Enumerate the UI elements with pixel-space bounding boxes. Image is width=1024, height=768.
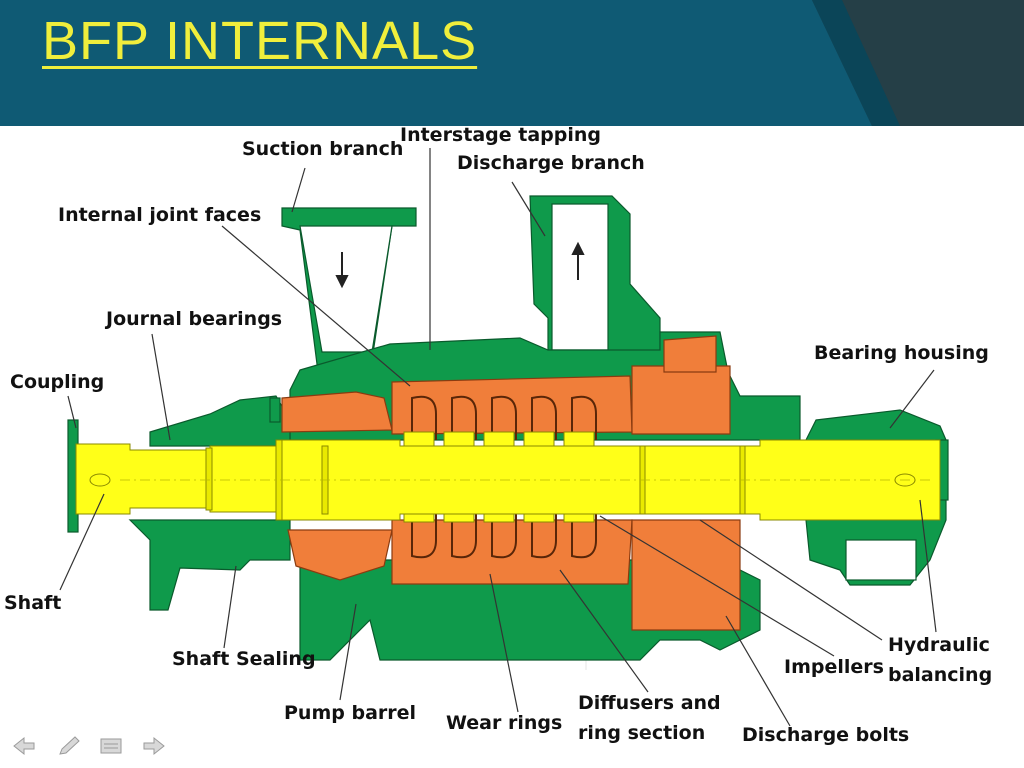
lower-inlet-casing [287, 529, 393, 581]
discharge-cover [663, 335, 717, 373]
upper-inlet-casing [281, 391, 393, 433]
label-journal-bearings: Journal bearings [106, 308, 283, 330]
label-shaft: Shaft [4, 592, 62, 614]
label-suction-branch: Suction branch [242, 138, 404, 160]
slide-navigation [12, 735, 172, 757]
label-bearing-housing: Bearing housing [814, 342, 989, 364]
label-diffusers-and: Diffusers and [578, 692, 721, 714]
label-impellers: Impellers [784, 656, 884, 678]
label-coupling: Coupling [10, 371, 105, 393]
label-ring-section: ring section [578, 722, 706, 744]
header-decoration [812, 0, 1024, 126]
label-discharge-branch: Discharge branch [457, 152, 645, 174]
leader-lines [59, 148, 937, 727]
pen-icon[interactable] [56, 735, 82, 757]
impellers-lower [411, 512, 597, 559]
label-interstage-tapping: Interstage tapping [400, 124, 601, 146]
bfp-cross-section-diagram [0, 126, 1024, 768]
label-discharge-bolts: Discharge bolts [742, 724, 910, 746]
label-wear-rings: Wear rings [446, 712, 563, 734]
label-pump-barrel: Pump barrel [284, 702, 417, 724]
upper-balancing-section [631, 365, 731, 435]
label-hydraulic: Hydraulic [888, 634, 990, 656]
label-internal-joint-faces: Internal joint faces [58, 204, 262, 226]
impeller-eyes-upper [403, 431, 595, 447]
title-bar: BFP INTERNALS [0, 0, 1024, 126]
arrow-left-icon[interactable] [12, 735, 38, 757]
label-shaft-sealing: Shaft Sealing [172, 648, 316, 670]
label-balancing: balancing [888, 664, 993, 686]
impellers-upper [411, 395, 597, 440]
lower-balancing-section [631, 519, 741, 631]
arrow-right-icon[interactable] [140, 735, 166, 757]
flow-arrows [335, 241, 585, 289]
menu-icon[interactable] [98, 735, 124, 757]
slide-title: BFP INTERNALS [42, 11, 478, 71]
